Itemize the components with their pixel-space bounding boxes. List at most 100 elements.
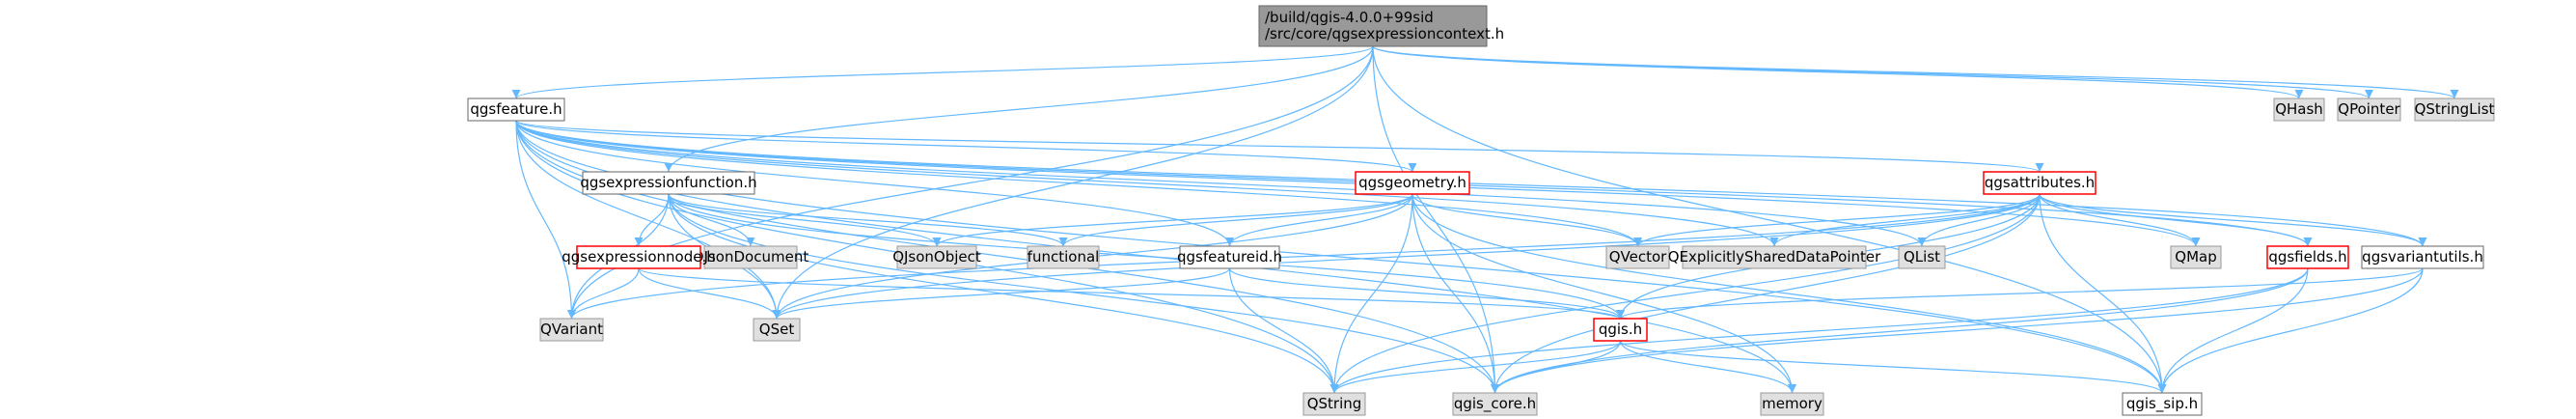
node-qvariant[interactable]: QVariant: [539, 318, 604, 342]
node-label: qgsgeometry.h: [1358, 174, 1466, 191]
node-box: [1258, 5, 1488, 47]
edge-qgsexpressionfunction_h-to-qjsonobject: [668, 193, 942, 247]
node-box: [703, 245, 798, 269]
node-label: QVariant: [540, 321, 603, 338]
edge-qgsattributes_h-to-qgsfields_h: [2039, 193, 2313, 247]
edge-qgsexpressionfunction_h-to-qjsondocument: [668, 193, 755, 247]
node-qstring[interactable]: QString: [1302, 392, 1366, 416]
edge-qgsattributes_h-to-qstring: [1329, 193, 2041, 394]
edge-qgis_h-to-memory: [1619, 340, 1796, 394]
node-label: /build/qgis-4.0.0+99sid: [1265, 9, 1434, 26]
edge-root-to-qpointer: [1372, 45, 2373, 99]
node-label: QJsonDocument: [693, 248, 809, 265]
node-qexplicitly[interactable]: QExplicitlySharedDataPointer: [1668, 245, 1881, 269]
edge-qgsexpressionnode_h-to-qgis_h: [638, 267, 1625, 320]
node-label: QStringList: [2415, 100, 2495, 118]
node-box: [1593, 318, 1648, 342]
node-label: functional: [1028, 248, 1100, 265]
node-qgsexpressionnode-h[interactable]: qgsexpressionnode.h: [562, 245, 716, 269]
edge-root-to-qgsfeature_h: [511, 45, 1374, 99]
node-box: [1179, 245, 1280, 269]
edge-qgsfeature_h-to-qvector: [515, 120, 1642, 247]
node-box: [1682, 245, 1867, 269]
node-qgsvariantutils-h[interactable]: qgsvariantutils.h: [2361, 245, 2484, 269]
edge-qgsfeature_h-to-qset: [515, 120, 781, 320]
node-qgis-core-h[interactable]: qgis_core.h: [1452, 392, 1538, 416]
node-box: [2273, 98, 2325, 122]
edge-qgsattributes_h-to-qgsvariantutils_h: [2039, 193, 2427, 247]
node-box: [753, 318, 801, 342]
node-label: qgsattributes.h: [1985, 174, 2095, 191]
node-box: [2337, 98, 2401, 122]
node-root[interactable]: /build/qgis-4.0.0+99sid/src/core/qgsexpr…: [1258, 5, 1504, 47]
node-label: QSet: [759, 321, 795, 338]
edge-qgsattributes_h-to-qlist: [1917, 193, 2041, 247]
node-qpointer[interactable]: QPointer: [2337, 98, 2401, 122]
edge-qgsattributes_h-to-qgis_core_h: [1491, 193, 2041, 394]
node-qjsondocument[interactable]: QJsonDocument: [693, 245, 809, 269]
node-box: [1898, 245, 1946, 269]
edge-qgsgeometry_h-to-functional: [1058, 193, 1413, 247]
node-qgsfeature-h[interactable]: qgsfeature.h: [467, 98, 565, 122]
node-box: [1983, 171, 2096, 195]
edge-root-to-qgsexpressionfunction_h: [664, 45, 1374, 173]
node-box: [2170, 245, 2222, 269]
edge-qgsattributes_h-to-qset: [772, 193, 2041, 320]
edge-qgis_h-to-qgis_sip_h: [1619, 340, 2167, 394]
edge-qgsexpressionfunction_h-to-functional: [668, 193, 1068, 247]
node-box: [1605, 245, 1670, 269]
edge-qgsgeometry_h-to-qgis_sip_h: [1411, 193, 2167, 394]
node-qgis-h[interactable]: qgis.h: [1593, 318, 1648, 342]
edge-qgsattributes_h-to-qvector: [1633, 193, 2041, 247]
edge-qgsgeometry_h-to-qjsonobject: [932, 193, 1413, 247]
node-qlist[interactable]: QList: [1898, 245, 1946, 269]
node-box: [2266, 245, 2349, 269]
edge-qgsattributes_h-to-qgis_sip_h: [2039, 193, 2167, 394]
node-box: [2361, 245, 2484, 269]
edge-qgsfeatureid_h-to-qgis_h: [1228, 267, 1625, 320]
edge-root-to-qgis_sip_h: [1372, 45, 2167, 394]
node-label: qgsvariantutils.h: [2362, 248, 2483, 265]
node-qgsexpressionfunction-h[interactable]: qgsexpressionfunction.h: [580, 171, 757, 195]
node-qmap[interactable]: QMap: [2170, 245, 2222, 269]
node-qhash[interactable]: QHash: [2273, 98, 2325, 122]
edge-qgsexpressionfunction_h-to-qgis_h: [668, 193, 1625, 320]
edge-qgsgeometry_h-to-memory: [1411, 193, 1796, 394]
edge-qgsfeature_h-to-qgsattributes_h: [515, 120, 2043, 173]
edge-qgsattributes_h-to-qexplicitly: [1769, 193, 2041, 247]
node-functional[interactable]: functional: [1027, 245, 1100, 269]
node-qset[interactable]: QSet: [753, 318, 801, 342]
node-box: [896, 245, 977, 269]
node-qstringlist[interactable]: QStringList: [2414, 98, 2495, 122]
edge-qgsgeometry_h-to-qgis_core_h: [1411, 193, 1499, 394]
edge-qgsfields_h-to-qstring: [1329, 267, 2309, 394]
node-box: [2122, 392, 2203, 416]
edge-qgsfeatureid_h-to-qset: [772, 267, 1231, 320]
edge-qgis_h-to-qgis_core_h: [1491, 340, 1622, 394]
node-qvector[interactable]: QVector: [1605, 245, 1670, 269]
edge-qgis_h-to-qstring: [1329, 340, 1622, 394]
node-label: qgsexpressionnode.h: [562, 248, 715, 265]
node-qgsfields-h[interactable]: qgsfields.h: [2266, 245, 2349, 269]
edge-qgsexpressionnode_h-to-qvariant: [567, 267, 640, 320]
node-qgis-sip-h[interactable]: qgis_sip.h: [2122, 392, 2203, 416]
node-label: QHash: [2275, 100, 2323, 118]
edge-qgsfields_h-to-qgis_core_h: [1491, 267, 2309, 394]
edge-qgsgeometry_h-to-qstring: [1329, 193, 1413, 394]
node-label: memory: [1762, 395, 1822, 412]
edge-qgsfeature_h-to-qlist: [515, 120, 1927, 247]
node-label: QMap: [2175, 248, 2216, 265]
edge-qgsexpressionnode_h-to-qset: [638, 267, 781, 320]
node-label: qgis.h: [1599, 321, 1642, 338]
node-qgsfeatureid-h[interactable]: qgsfeatureid.h: [1177, 245, 1282, 269]
edge-qgsfields_h-to-qgis_sip_h: [2157, 267, 2309, 394]
edge-qgsfeatureid_h-to-qstring: [1228, 267, 1339, 394]
node-box: [1302, 392, 1366, 416]
node-qgsgeometry-h[interactable]: qgsgeometry.h: [1355, 171, 1470, 195]
node-box: [1760, 392, 1824, 416]
node-label: qgis_sip.h: [2126, 395, 2198, 413]
node-memory[interactable]: memory: [1760, 392, 1824, 416]
node-qjsonobject[interactable]: QJsonObject: [892, 245, 981, 269]
node-box: [576, 245, 701, 269]
node-qgsattributes-h[interactable]: qgsattributes.h: [1983, 171, 2096, 195]
